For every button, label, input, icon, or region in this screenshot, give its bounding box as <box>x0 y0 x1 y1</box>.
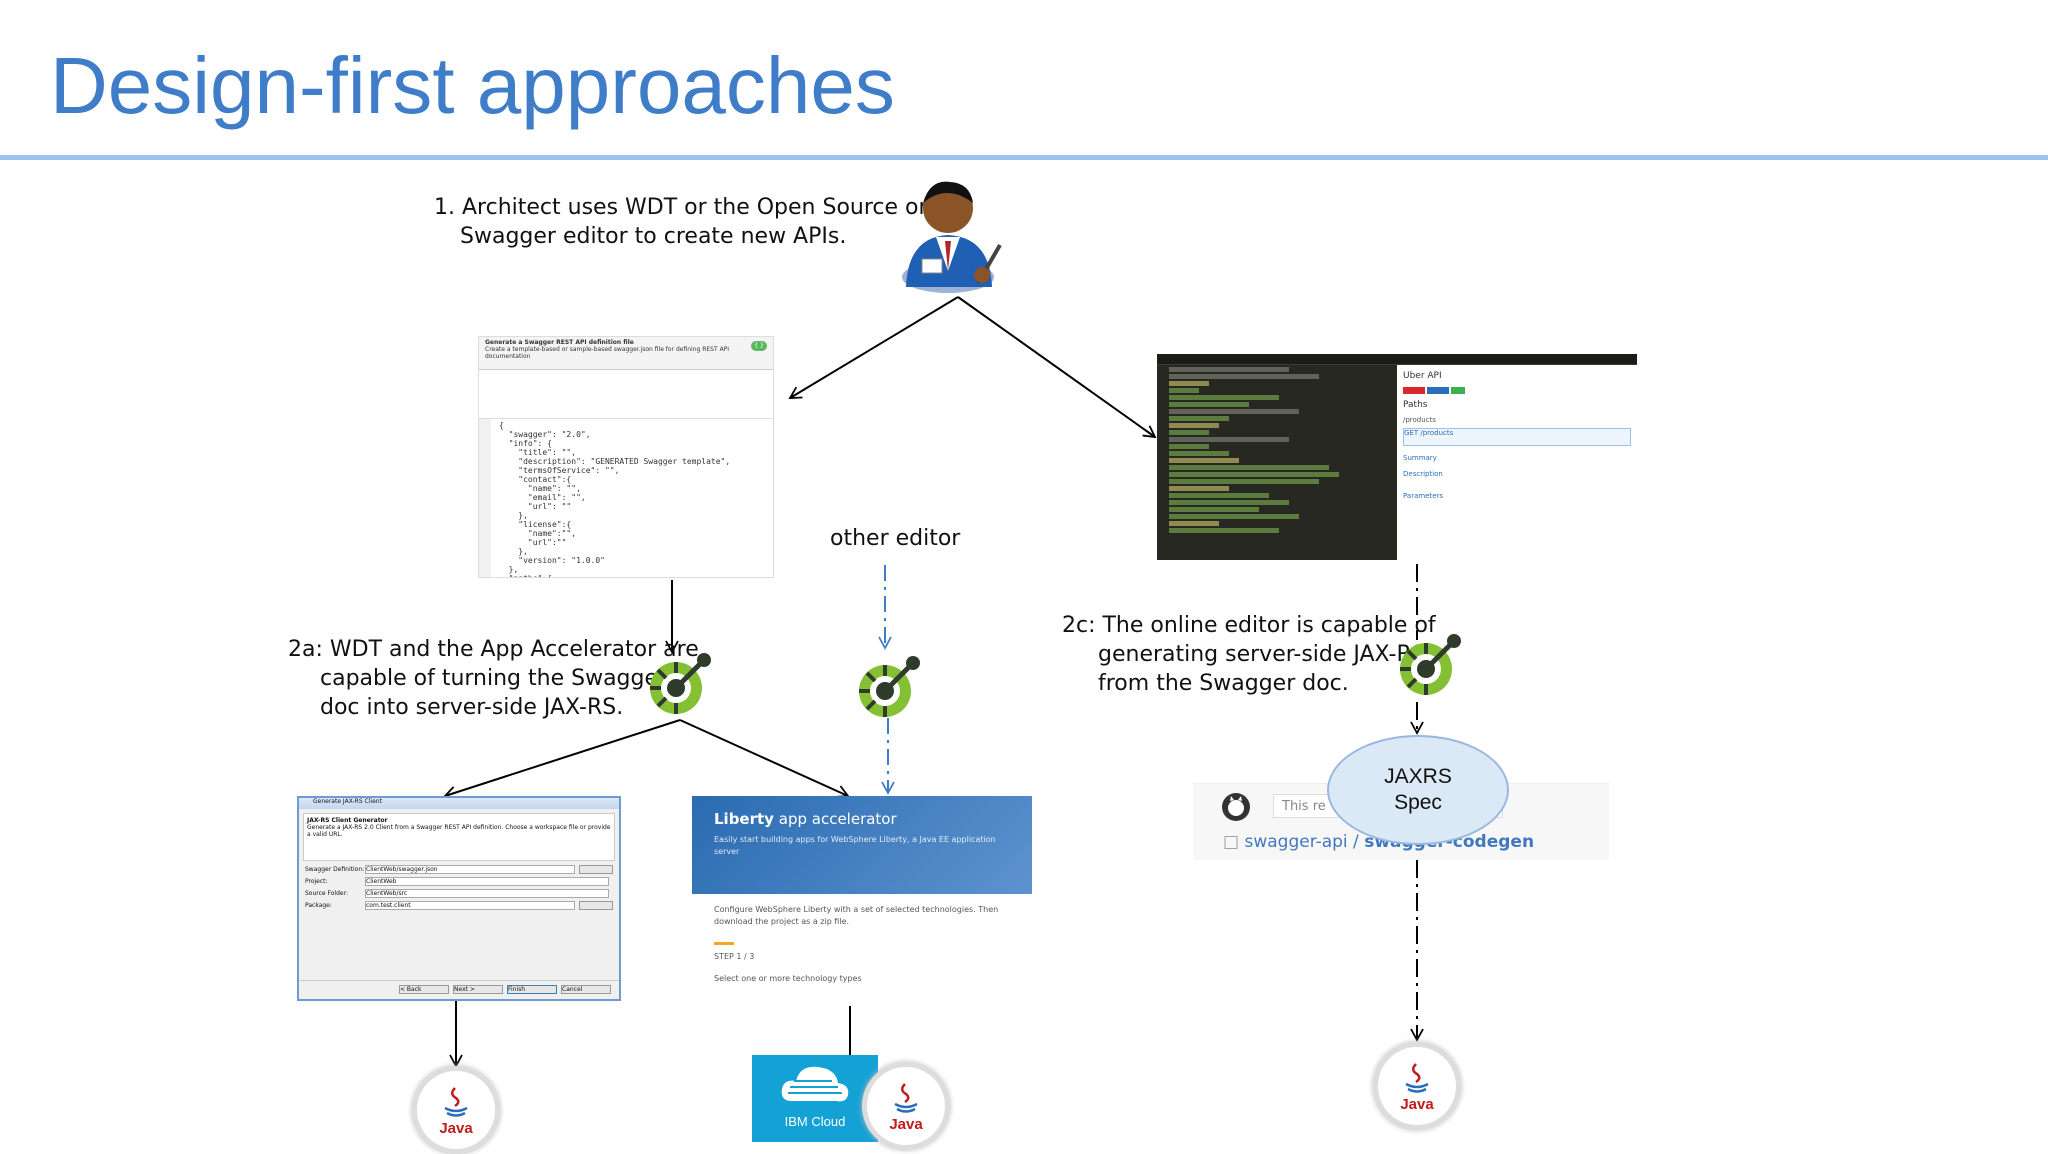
liberty-step-bar <box>714 942 734 945</box>
scheme-pill <box>1403 387 1425 394</box>
step2a-line1: 2a: WDT and the App Accelerator are <box>288 637 699 662</box>
next-button[interactable]: Next > <box>453 985 503 994</box>
scheme-pill <box>1451 387 1465 394</box>
client-field-row: Project: ClientWeb <box>305 877 613 886</box>
swagger-codegen-icon <box>859 656 920 717</box>
editor-paths-label: Paths <box>1403 400 1428 410</box>
architect-icon <box>902 181 1002 293</box>
browse-button[interactable] <box>579 865 613 874</box>
editor-get-label: GET /products <box>1404 429 1454 437</box>
wdt-wizard-options <box>479 370 773 419</box>
client-wizard-heading: JAX-RS Client Generator <box>307 817 388 824</box>
cancel-button[interactable]: Cancel <box>561 985 611 994</box>
other-editor-label: other editor <box>830 526 961 551</box>
repo-icon: □ <box>1223 832 1240 852</box>
package-field[interactable]: com.test.client <box>365 901 575 910</box>
step2c-line1: 2c: The online editor is capable of <box>1062 613 1436 638</box>
source-folder-field[interactable]: ClientWeb/src <box>365 889 609 898</box>
step2a-line2: capable of turning the Swagger <box>320 666 668 691</box>
field-label: Package: <box>305 902 332 909</box>
editor-get-row: GET /products <box>1403 428 1631 446</box>
arrow-to-online-editor <box>957 296 1157 439</box>
back-button[interactable]: < Back <box>399 985 449 994</box>
editor-summary-label: Summary <box>1403 454 1437 462</box>
wdt-swagger-wizard: Generate a Swagger REST API definition f… <box>478 336 774 578</box>
java-cup-icon <box>444 1087 468 1117</box>
jaxrs-line2: Spec <box>1394 791 1442 814</box>
swagger-online-editor: Uber API Paths /products GET /products S… <box>1157 354 1637 560</box>
liberty-product: app accelerator <box>778 810 897 828</box>
arrow-to-liberty <box>679 719 850 798</box>
editor-preview-pane: Uber API Paths /products GET /products S… <box>1397 365 1637 560</box>
wdt-wizard-subheading: Create a template-based or sample-based … <box>485 346 730 360</box>
client-wizard-titlebar: Generate JAX-RS Client <box>299 798 619 809</box>
client-wizard-header: JAX-RS Client Generator Generate a JAX-R… <box>303 813 615 861</box>
step2a-note: 2a: WDT and the App Accelerator are capa… <box>288 635 699 722</box>
step1-line2: Swagger editor to create new APIs. <box>460 224 847 249</box>
step2c-line2: generating server-side JAX-RS <box>1098 642 1426 667</box>
client-wizard-footer: < Back Next > Finish Cancel <box>299 980 619 999</box>
editor-yaml-pane <box>1157 365 1395 560</box>
wdt-wizard-json: { "swagger": "2.0", "info": { "title": "… <box>479 419 773 577</box>
jaxrs-line1: JAXRS <box>1384 765 1452 788</box>
ibm-cloud-tile: IBM Cloud <box>752 1055 878 1142</box>
ibm-cloud-icon <box>781 1066 849 1102</box>
client-wizard-window-title: Generate JAX-RS Client <box>313 798 382 805</box>
client-field-row: Source Folder: ClientWeb/src <box>305 889 613 898</box>
jaxrs-spec-bubble: JAXRS Spec <box>1327 735 1509 845</box>
java-word: Java <box>889 1116 923 1133</box>
ibm-cloud-label: IBM Cloud <box>784 1114 846 1129</box>
java-word: Java <box>439 1120 473 1137</box>
jaxrs-client-wizard: Generate JAX-RS Client JAX-RS Client Gen… <box>297 796 621 1001</box>
step1-note: 1. Architect uses WDT or the Open Source… <box>434 193 972 251</box>
editor-menubar <box>1157 354 1637 365</box>
java-cup-icon <box>1405 1063 1429 1093</box>
editor-products-label: /products <box>1403 416 1436 424</box>
github-icon <box>1222 793 1250 821</box>
wdt-wizard-header: Generate a Swagger REST API definition f… <box>479 337 773 370</box>
slide-title: Design-first approaches <box>50 41 895 130</box>
field-label: Source Folder: <box>305 890 348 897</box>
field-label: Swagger Definition: <box>305 866 365 873</box>
liberty-tagline: Easily start building apps for WebSphere… <box>714 835 996 856</box>
liberty-app-accelerator: Liberty app accelerator Easily start bui… <box>692 796 1032 1006</box>
java-logo: Java <box>412 1066 500 1154</box>
field-label: Project: <box>305 878 328 885</box>
liberty-select: Select one or more technology types <box>714 974 862 983</box>
finish-button[interactable]: Finish <box>507 985 557 994</box>
wdt-wizard-heading: Generate a Swagger REST API definition f… <box>485 339 634 346</box>
client-wizard-desc: Generate a JAX-RS 2.0 Client from a Swag… <box>307 824 611 838</box>
editor-parameters-label: Parameters <box>1403 492 1444 500</box>
editor-description-label: Description <box>1403 470 1443 478</box>
step2c-line3: from the Swagger doc. <box>1098 671 1349 696</box>
editor-preview-title: Uber API <box>1403 371 1442 381</box>
client-field-row: Package: com.test.client <box>305 901 613 910</box>
title-divider <box>0 155 2048 160</box>
liberty-body: Configure WebSphere Liberty with a set o… <box>714 905 999 926</box>
java-cup-icon <box>894 1083 918 1113</box>
liberty-step: STEP 1 / 3 <box>714 952 755 961</box>
swagger-definition-field[interactable]: ClientWeb/swagger.json <box>365 865 575 874</box>
swagger-codegen-icon <box>650 653 711 714</box>
step1-line1: 1. Architect uses WDT or the Open Source… <box>434 195 973 220</box>
java-logo: Java <box>1373 1042 1461 1130</box>
java-word: Java <box>1400 1096 1434 1113</box>
arrow-to-client-wizard <box>443 719 681 800</box>
github-owner: swagger-api <box>1244 832 1348 852</box>
step2c-note: 2c: The online editor is capable of gene… <box>1062 611 1436 698</box>
swagger-codegen-icon <box>1400 634 1461 695</box>
swagger-badge-icon: { } <box>751 341 767 351</box>
arrow-to-wdt <box>788 296 959 399</box>
scheme-pill <box>1427 387 1449 394</box>
liberty-brand: Liberty <box>714 810 774 828</box>
browse-button[interactable] <box>579 901 613 910</box>
java-logo: Java <box>862 1062 950 1150</box>
liberty-banner: Liberty app accelerator Easily start bui… <box>692 796 1032 894</box>
step2a-line3: doc into server-side JAX-RS. <box>320 695 624 720</box>
project-field[interactable]: ClientWeb <box>365 877 609 886</box>
client-field-row: Swagger Definition:ClientWeb/swagger.jso… <box>305 865 613 874</box>
